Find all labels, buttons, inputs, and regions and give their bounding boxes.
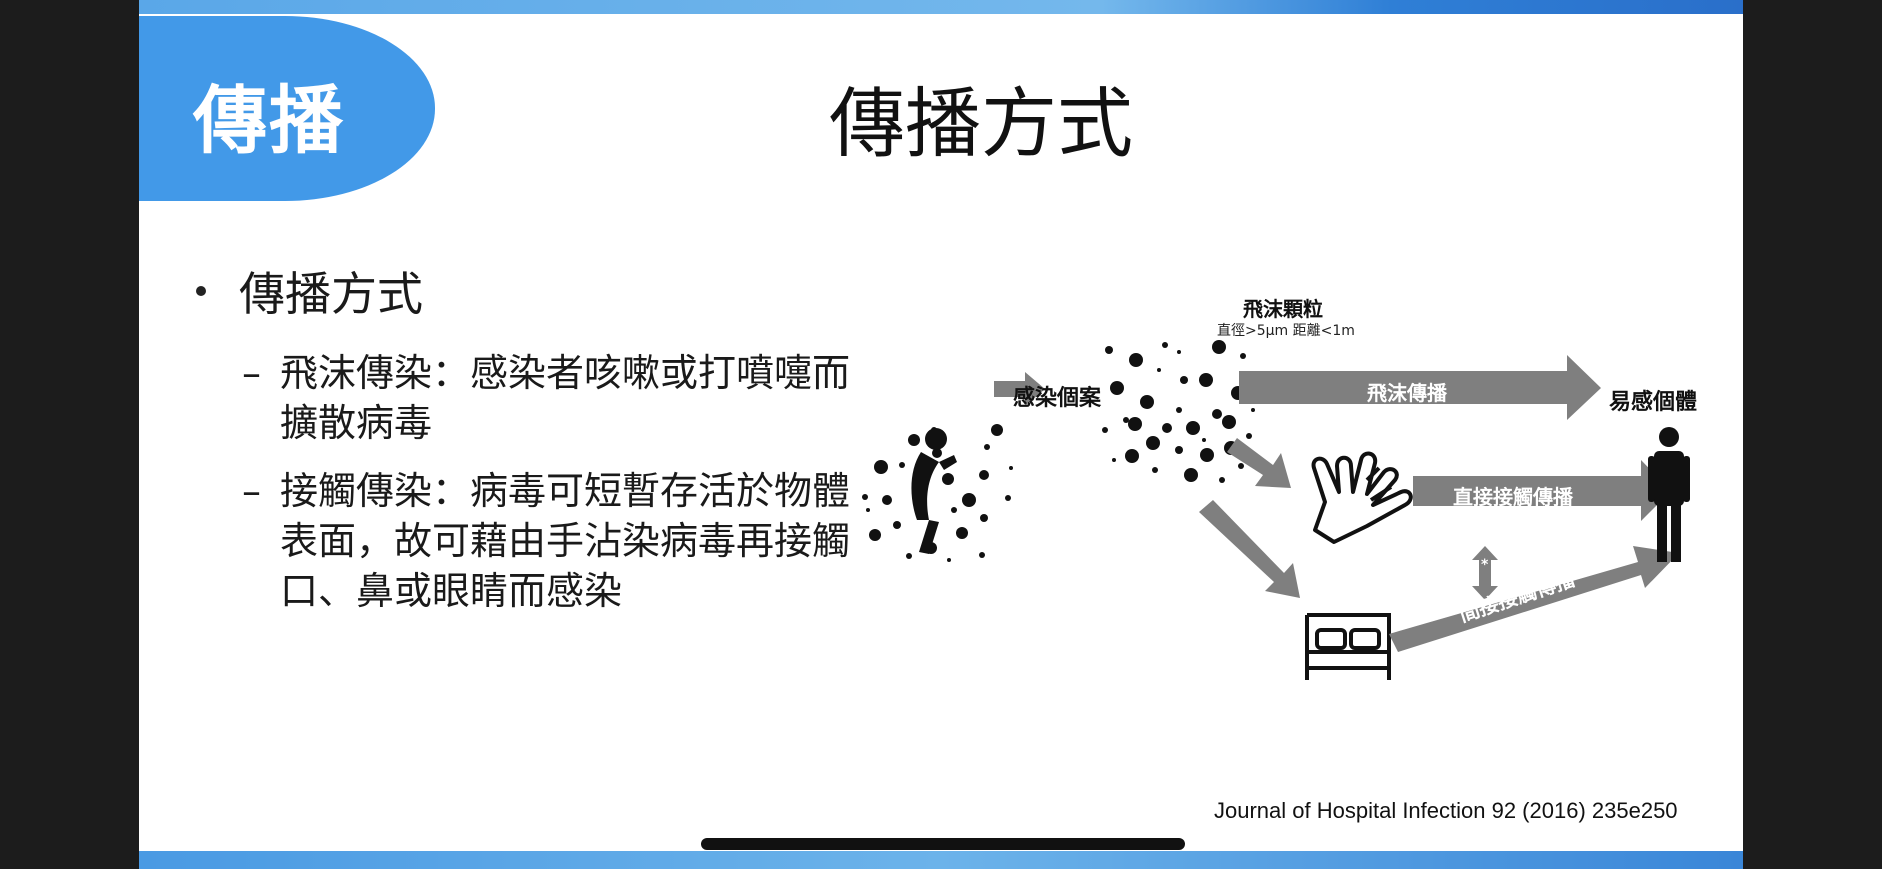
diagram-graphics [862, 340, 1690, 680]
arrow-indirect-contact[interactable] [1389, 546, 1679, 652]
transmission-diagram: 感染個案 飛沫顆粒 直徑>5μm 距離<1m 飛沫傳播 易感個體 直接接觸傳播 … [139, 0, 1743, 869]
bed-icon [1305, 613, 1391, 680]
citation: Journal of Hospital Infection 92 (2016) … [1214, 798, 1678, 823]
label-droplet-transmission: 飛沫傳播 [1367, 381, 1447, 405]
arrow-infected-to-droplets [994, 372, 1045, 406]
bullet-dash: – [242, 469, 261, 513]
susceptible-person-icon [1648, 427, 1690, 562]
droplet-particles [1102, 340, 1261, 483]
bullet-sub-droplet-text: 飛沫傳染：感染者咳嗽或打噴嚏而擴散病毒 [280, 351, 851, 445]
label-infected-case: 感染個案 [1013, 386, 1102, 411]
label-droplet-size-note: 直徑>5μm 距離<1m [1217, 323, 1355, 339]
arrow-droplet-transmission[interactable] [1239, 355, 1601, 420]
arrow-direct-contact[interactable] [1413, 460, 1671, 521]
bullet-dot [196, 286, 206, 296]
arrow-droplets-to-bed [1199, 500, 1300, 598]
section-badge: 傳播 [139, 16, 435, 201]
arrow-droplets-to-hand [1227, 438, 1291, 488]
label-star: * [1481, 557, 1489, 573]
bullet-sub-contact: – 接觸傳染：病毒可短暫存活於物體表面，故可藉由手沾染病毒再接觸口、鼻或眼睛而感… [242, 466, 860, 616]
infected-person-icon [862, 424, 1013, 562]
label-susceptible-individual: 易感個體 [1609, 390, 1698, 415]
bottom-decor-strip [139, 851, 1743, 869]
slide-title: 傳播方式 [829, 79, 1133, 168]
bullet-dash: – [242, 351, 261, 395]
top-decor-strip [139, 0, 1743, 14]
arrow-hand-bed [1472, 546, 1498, 600]
hand-icon [1311, 451, 1413, 544]
bullet-list: 傳播方式 – 飛沫傳染：感染者咳嗽或打噴嚏而擴散病毒 – 接觸傳染：病毒可短暫存… [194, 258, 994, 616]
presentation-slide: 傳播 傳播方式 傳播方式 – 飛沫傳染：感染者咳嗽或打噴嚏而擴散病毒 – 接觸傳… [139, 0, 1743, 869]
home-indicator-bar[interactable] [701, 838, 1185, 850]
section-badge-label: 傳播 [193, 78, 345, 164]
bullet-main: 傳播方式 [194, 258, 994, 324]
bullet-sub-droplet: – 飛沫傳染：感染者咳嗽或打噴嚏而擴散病毒 [242, 348, 860, 448]
bullet-sub-contact-text: 接觸傳染：病毒可短暫存活於物體表面，故可藉由手沾染病毒再接觸口、鼻或眼睛而感染 [280, 469, 851, 613]
label-direct-contact: 直接接觸傳播 [1453, 485, 1573, 509]
label-droplet-particles: 飛沫顆粒 [1243, 297, 1323, 321]
bullet-main-text: 傳播方式 [239, 267, 423, 321]
